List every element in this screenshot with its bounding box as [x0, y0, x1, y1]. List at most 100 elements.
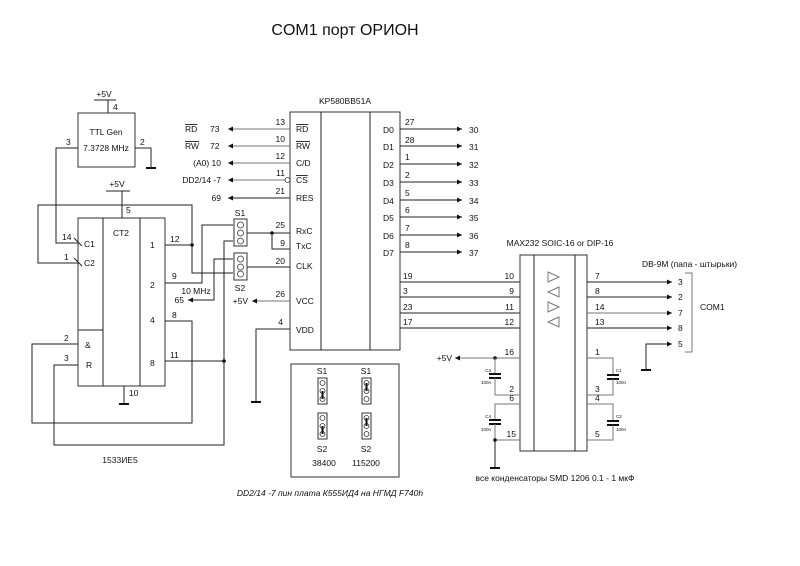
max232-chip: MAX232 SOIC-16 or DIP-16 10 9 11 12 7 8 …: [437, 238, 672, 469]
pin-number: 5: [678, 339, 683, 349]
pin-label: RD: [296, 124, 308, 134]
config-38400: S1 S2 38400: [312, 366, 336, 468]
jumper-label: S2: [235, 283, 246, 293]
counter-ct2: +5V 5 CT2 C1 C2 & R 14 1 2 3 1 2 4 8 12 …: [62, 179, 180, 465]
pin-number: 7: [595, 271, 600, 281]
pin-number: 19: [403, 271, 413, 281]
net-label: (A0) 10: [193, 158, 221, 168]
ttl-generator: +5V 4 TTL Gen 7.3728 MHz 3 2: [55, 89, 156, 244]
chip-name: KP580BB51A: [319, 96, 371, 106]
page-title: COM1 порт ОРИОН: [271, 22, 418, 39]
dd2-note: DD2/14 -7 пин плата К555ИД4 на НГМД F740…: [237, 488, 423, 498]
pin-number: 12: [505, 317, 515, 327]
pin-label: R: [86, 360, 92, 370]
pin-label: RW: [296, 141, 310, 151]
pin-number: 7: [405, 223, 410, 233]
jumper-config-table: S1 S2 38400 S1 S2 115200: [290, 363, 400, 478]
net-label: +5V: [233, 296, 249, 306]
pin-label: 2: [150, 280, 155, 290]
cap-label: C3: [485, 368, 491, 373]
pin-label: D0: [383, 125, 394, 135]
pin-label: 1: [150, 240, 155, 250]
pin-label: CLK: [296, 261, 313, 271]
ttl-gen-freq: 7.3728 MHz: [83, 143, 129, 153]
pin-number: 9: [280, 238, 285, 248]
pin-number: 11: [505, 302, 514, 312]
net-label: 35: [469, 213, 479, 223]
net-label: 33: [469, 178, 479, 188]
pin-label: RxC: [296, 226, 313, 236]
jumper-s2[interactable]: S2: [233, 252, 248, 293]
pin-number: 3: [595, 384, 600, 394]
pin-number: 27: [405, 117, 415, 127]
pin-label: D7: [383, 248, 394, 258]
pin-number: 10: [276, 134, 286, 144]
jumper-label: S2: [317, 444, 328, 454]
capacitor-note: все конденсаторы SMD 1206 0.1 - 1 мкФ: [476, 473, 635, 483]
pin-number: 28: [405, 135, 415, 145]
pin-number: 26: [276, 289, 286, 299]
pin-label: 2: [140, 137, 145, 147]
jumper-label: S2: [361, 444, 372, 454]
pin-number: 5: [405, 188, 410, 198]
baud-rate: 38400: [312, 458, 336, 468]
supply-label: +5V: [96, 89, 112, 99]
pin-number: 3: [64, 353, 69, 363]
pin-label: D1: [383, 142, 394, 152]
net-label: 73: [210, 124, 220, 134]
pin-number: 8: [678, 323, 683, 333]
cap-value: 100n: [616, 427, 627, 432]
net-label: 30: [469, 125, 479, 135]
pin-number: 3: [678, 277, 683, 287]
pin-label: 8: [150, 358, 155, 368]
pin-number: 1: [595, 347, 600, 357]
net-label: RD: [185, 124, 197, 134]
jumper-s1[interactable]: S1: [233, 208, 248, 247]
pin-number: 3: [403, 286, 408, 296]
pin-number: 9: [172, 271, 177, 281]
cap-label: C4: [485, 414, 491, 419]
net-label: DD2/14 -7: [182, 175, 221, 185]
pin-number: 8: [405, 240, 410, 250]
pin-label: D4: [383, 196, 394, 206]
pin-number: 10: [505, 271, 515, 281]
pin-label: VCC: [296, 296, 314, 306]
pin-number: 1: [405, 152, 410, 162]
pin-label: C2: [84, 258, 95, 268]
pin-number: 8: [595, 286, 600, 296]
supply-label: +5V: [437, 353, 453, 363]
wires: [31, 204, 290, 446]
net-label: 34: [469, 196, 479, 206]
net-label: 65: [175, 295, 185, 305]
pin-label: TxC: [296, 241, 312, 251]
pin-number: 14: [595, 302, 605, 312]
jumper-label: S1: [235, 208, 246, 218]
pin-label: 4: [113, 102, 118, 112]
pin-number: 16: [505, 347, 515, 357]
driver-triangle-icons: [546, 271, 561, 328]
pin-number: 5: [595, 429, 600, 439]
net-label: RW: [185, 141, 199, 151]
net-label: 72: [210, 141, 220, 151]
config-115200: S1 S2 115200: [352, 366, 380, 468]
pin-number: 17: [403, 317, 413, 327]
net-label: 31: [469, 142, 479, 152]
pin-number: 20: [276, 256, 286, 266]
pin-label: 5: [126, 205, 131, 215]
pin-number: 12: [170, 234, 180, 244]
pin-number: 2: [678, 292, 683, 302]
net-label: 36: [469, 231, 479, 241]
pin-label: CS: [296, 175, 308, 185]
baud-rate: 115200: [352, 458, 380, 468]
net-label: 37: [469, 248, 479, 258]
cap-label: C2: [616, 414, 622, 419]
pin-number: 8: [172, 310, 177, 320]
net-label: 69: [212, 193, 222, 203]
jumper-label: S1: [361, 366, 372, 376]
jumper-label: S1: [317, 366, 328, 376]
pin-number: 11: [170, 350, 179, 360]
pin-label: VDD: [296, 325, 314, 335]
supply-label: +5V: [109, 179, 125, 189]
pin-number: 2: [64, 333, 69, 343]
